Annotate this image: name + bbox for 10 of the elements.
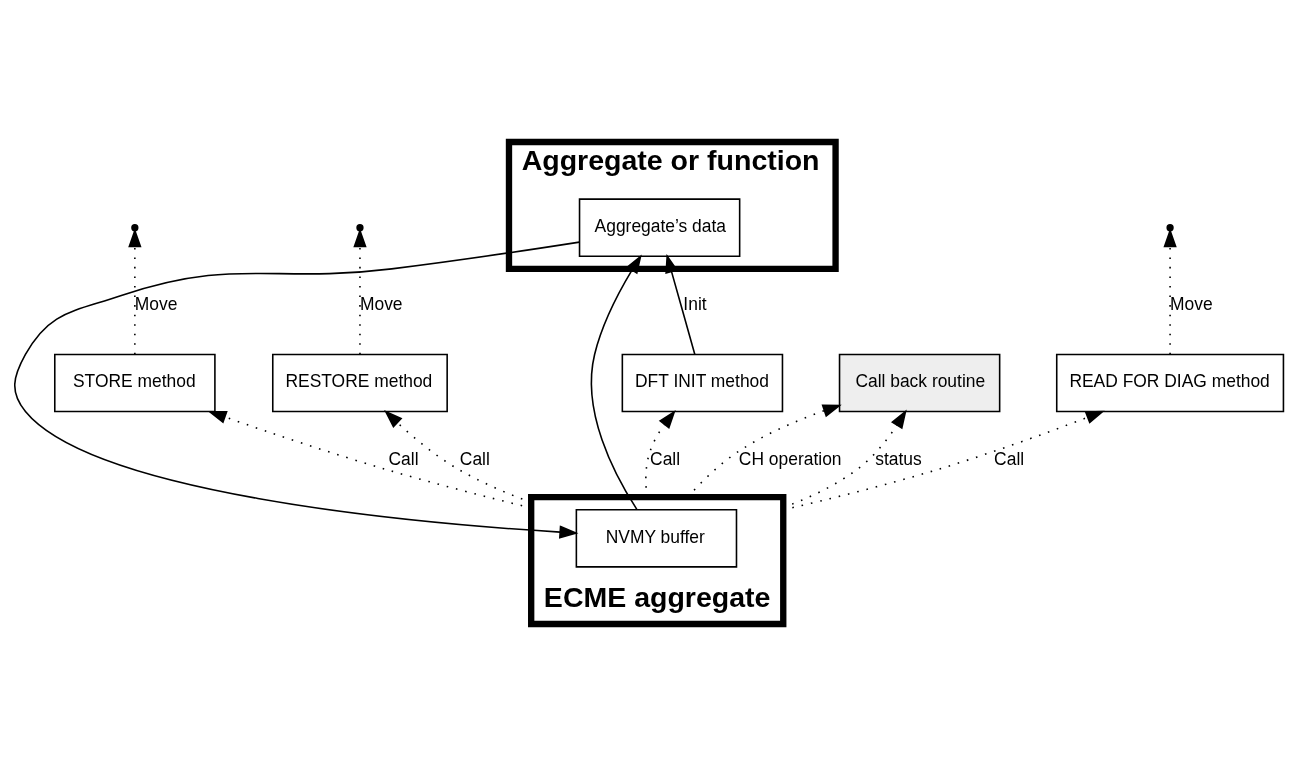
edge-label: Move — [359, 293, 403, 314]
edge-label: status — [875, 449, 922, 470]
edge-label: Call — [994, 449, 1025, 470]
edge-label: Call — [459, 449, 490, 470]
edge-label: Call — [388, 449, 419, 470]
edge-label: Move — [134, 293, 178, 314]
edge-label: Move — [1170, 293, 1213, 314]
edge-label: Init — [683, 293, 707, 314]
edge-label: Call — [650, 449, 681, 470]
edge-label: CH operation — [738, 449, 842, 470]
